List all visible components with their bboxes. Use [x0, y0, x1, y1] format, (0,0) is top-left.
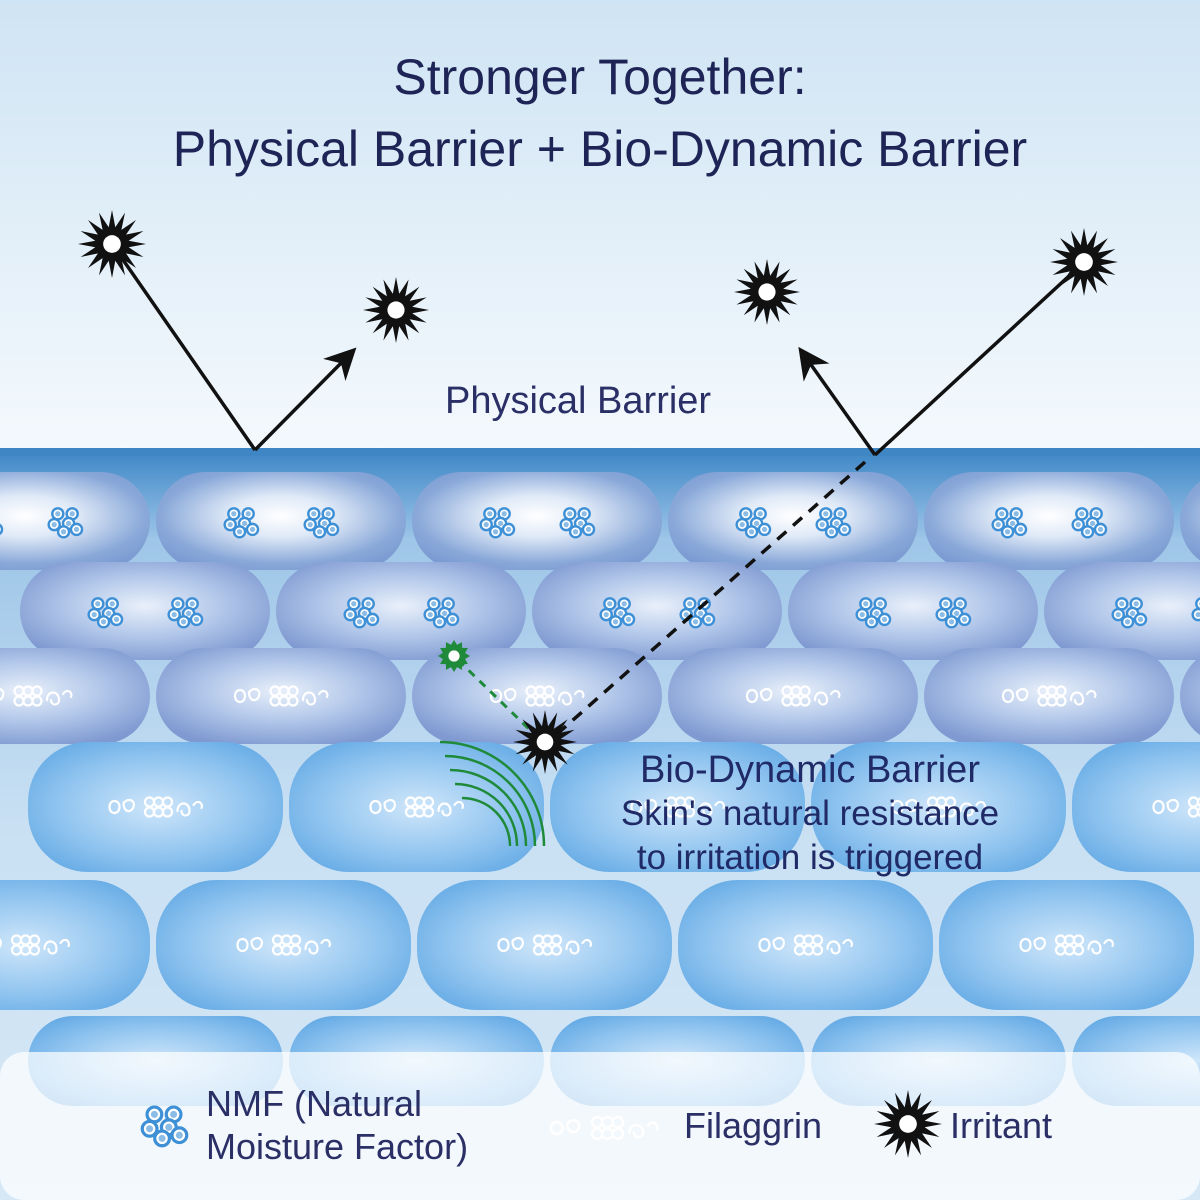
filaggrin-chain-icon [758, 934, 853, 956]
bio-dynamic-line-1: Skin's natural resistance [620, 794, 1000, 833]
filaggrin-chain-icon [0, 934, 70, 956]
filaggrin-chain-icon [236, 934, 331, 956]
filaggrin-chain-icon [630, 796, 725, 818]
irritant-star-icon [78, 210, 146, 278]
nmf-cluster-icon [559, 507, 596, 539]
nmf-cluster-icon [423, 597, 460, 629]
nmf-cluster-icon [223, 507, 260, 539]
skin-cell [276, 562, 526, 660]
sky-background [0, 0, 1200, 450]
skin-cell [788, 562, 1038, 660]
nmf-cluster-icon [1111, 597, 1148, 629]
legend-nmf-line-1: NMF (Natural [206, 1083, 423, 1124]
title-line-1: Stronger Together: [393, 49, 807, 105]
irritants [78, 210, 1118, 774]
nmf-cluster-icon [0, 523, 4, 536]
filaggrin-chain-icon [745, 685, 841, 707]
skin-cell [532, 562, 782, 660]
skin-cell [939, 880, 1194, 1010]
left-incoming-path [110, 243, 257, 451]
skin-cell [678, 880, 933, 1010]
filaggrin-chain-icon [233, 685, 329, 707]
skin-cell [924, 648, 1174, 744]
filaggrin-chain-icon [489, 685, 585, 707]
nmf-cluster-icon [855, 597, 892, 629]
filaggrin-chain-icon [549, 1115, 659, 1141]
skin-cell [1044, 562, 1200, 660]
bio-dynamic-line-2: to irritation is triggered [636, 838, 984, 877]
legend-irritant-label: Irritant [950, 1105, 1053, 1146]
title-line-2: Physical Barrier + Bio-Dynamic Barrier [172, 121, 1028, 177]
response-dashed-path [456, 658, 532, 732]
filaggrin-chain-icon [891, 796, 986, 818]
physical-barrier-label: Physical Barrier [445, 380, 712, 422]
skin-cell [1180, 481, 1200, 561]
nmf-cluster-icon [935, 597, 972, 629]
bio-dynamic-title: Bio-Dynamic Barrier [640, 749, 980, 791]
skin-cell [28, 742, 283, 872]
filaggrin-chain-icon [0, 685, 73, 707]
nmf-cluster-icon [735, 507, 772, 539]
filaggrin-chain-icon [1019, 934, 1114, 956]
filaggrin-chain-icon [497, 934, 592, 956]
right-reflected-arrow [798, 346, 877, 457]
skin-cell [550, 742, 805, 872]
irritant-paths [110, 243, 1084, 737]
legend-nmf-line-2: Moisture Factor) [206, 1126, 469, 1167]
skin-cell [924, 472, 1174, 570]
skin-cell [0, 472, 150, 570]
bio-dynamic-label: Bio-Dynamic Barrier Skin's natural resis… [560, 748, 1060, 880]
skin-cell [0, 648, 150, 744]
nmf-cluster-icon [679, 597, 716, 629]
irritant-star-icon [513, 710, 577, 774]
barrier-surface [0, 448, 1200, 456]
skin-cell [156, 648, 406, 744]
left-reflected-arrow [253, 347, 357, 452]
filaggrin-chain-icon [1001, 685, 1097, 707]
nmf-cluster-icon [303, 507, 340, 539]
nmf-cluster-icon [140, 1105, 189, 1148]
skin-cell [412, 472, 662, 570]
legend-nmf-label: NMF (Natural Moisture Factor) [206, 1082, 468, 1168]
skin-cell [417, 880, 672, 1010]
nmf-cluster-icon [479, 507, 516, 539]
nmf-cluster-icon [599, 597, 636, 629]
filaggrin-chain-icon [369, 796, 464, 818]
nmf-cluster-icon [167, 597, 204, 629]
skin-cell [289, 742, 544, 872]
irritant-star-icon [363, 277, 429, 343]
nmf-cluster-icon [343, 597, 380, 629]
irritant-star-icon [734, 259, 800, 325]
right-incoming-path [873, 262, 1084, 457]
irritant-star-icon [1050, 228, 1118, 296]
filaggrin-chain-icon [108, 796, 203, 818]
filaggrin-chain-icon [1152, 796, 1200, 818]
skin-cell [811, 742, 1066, 872]
nmf-cluster-icon [87, 597, 124, 629]
skin-cell [668, 648, 918, 744]
nmf-cluster-icon [47, 507, 84, 539]
skin-cell [20, 562, 270, 660]
skin-cell [412, 648, 662, 744]
penetration-dashed-path [554, 460, 867, 737]
skin-cell [1072, 742, 1200, 872]
nmf-cluster-icon [815, 507, 852, 539]
legend-icons [140, 1090, 942, 1158]
skin-cell [156, 472, 406, 570]
skin-cell [0, 880, 150, 1010]
green-gear-icon [438, 640, 470, 672]
skin-cell [156, 880, 411, 1010]
legend-filaggrin-label: Filaggrin [684, 1105, 823, 1146]
skin-cell [668, 472, 918, 570]
nmf-cluster-icon [991, 507, 1028, 539]
nmf-cluster-icon [1071, 507, 1108, 539]
irritant-star-icon [874, 1090, 942, 1158]
resistance-wave-icon [439, 740, 546, 847]
skin-cell [1180, 657, 1200, 735]
